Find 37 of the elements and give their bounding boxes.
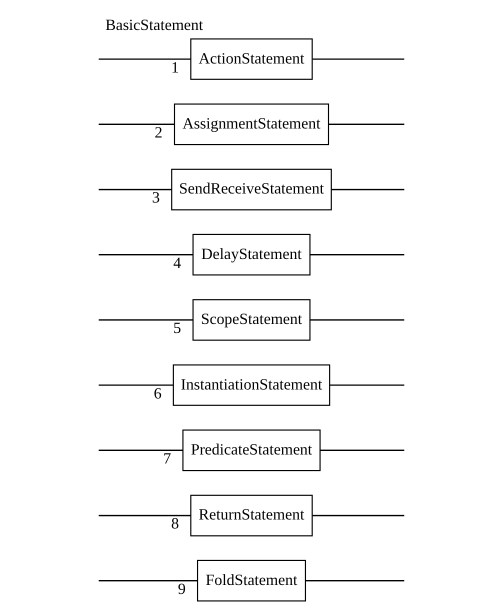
node-box: ScopeStatement: [192, 299, 310, 341]
connector: [98, 254, 192, 256]
connector: [98, 514, 190, 516]
node-box: PredicateStatement: [182, 430, 320, 472]
connector: [320, 450, 404, 451]
diagram-title: BasicStatement: [104, 17, 203, 34]
connector: [328, 124, 404, 125]
node-label: 8: [170, 516, 178, 533]
connector: [310, 254, 404, 256]
connector: [98, 319, 192, 321]
connector: [305, 580, 404, 582]
node-box: ActionStatement: [190, 38, 312, 80]
node-box: SendReceiveStatement: [170, 168, 332, 210]
connector: [98, 384, 173, 386]
connector: [310, 319, 404, 321]
node-label: 9: [177, 580, 186, 598]
node-label: 4: [172, 254, 181, 272]
node-label: 7: [162, 450, 171, 468]
node-label: 6: [153, 385, 162, 402]
node-label: 5: [172, 320, 181, 338]
node-box: AssignmentStatement: [173, 104, 329, 146]
connector: [98, 58, 190, 60]
node-box: InstantiationStatement: [172, 364, 330, 406]
node-box: ReturnStatement: [190, 494, 312, 536]
connector: [98, 580, 197, 582]
node-label: 2: [154, 124, 162, 142]
node-box: FoldStatement: [196, 560, 306, 602]
connector: [329, 384, 404, 386]
connector: [312, 514, 404, 516]
node-label: 1: [170, 59, 178, 76]
connector: [98, 450, 182, 451]
node-box: DelayStatement: [192, 234, 310, 276]
connector: [312, 58, 404, 60]
connector: [331, 188, 404, 190]
node-label: 3: [151, 190, 160, 207]
connector: [98, 124, 174, 125]
connector: [98, 188, 171, 190]
